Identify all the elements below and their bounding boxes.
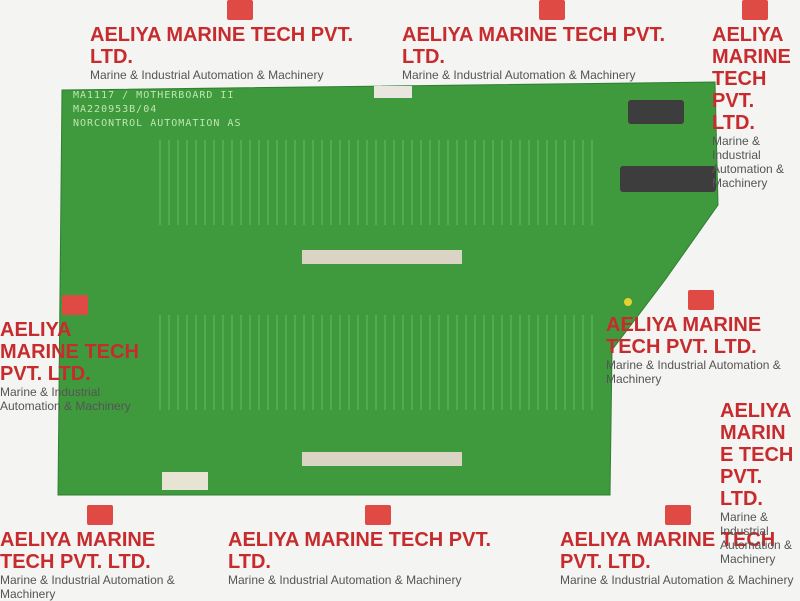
watermark-logo-icon [87,505,113,525]
led [624,298,632,306]
watermark: AELIYA MARINE TECH PVT. LTD.Marine & Ind… [0,295,150,413]
watermark: AELIYA MARINE TECH PVT. LTD.Marine & Ind… [228,505,528,587]
dsub-connector-small [628,100,684,124]
board-manufacturer: NORCONTROL AUTOMATION AS [73,118,242,129]
power-connector [162,472,208,490]
watermark: AELIYA MARINE TECH PVT. LTD.Marine & Ind… [720,400,794,566]
board-part-number: MA220953B/04 [73,104,158,115]
watermark-logo-icon [227,0,253,20]
board-label: MA1117 / MOTHERBOARD II [73,90,235,101]
watermark: AELIYA MARINE TECH PVT. LTD.Marine & Ind… [606,290,796,386]
watermark-logo-icon [365,505,391,525]
watermark-logo-icon [62,295,88,315]
watermark-logo-icon [665,505,691,525]
header-connector [374,86,412,98]
dsub-connector-large [620,166,716,192]
watermark: AELIYA MARINE TECH PVT. LTD.Marine & Ind… [90,0,390,82]
watermark: AELIYA MARINE TECH PVT. LTD.Marine & Ind… [560,505,796,587]
watermark-logo-icon [539,0,565,20]
watermark-logo-icon [742,0,768,20]
connector-upper [302,250,462,264]
watermark-logo-icon [688,290,714,310]
watermark: AELIYA MARINE TECH PVT. LTD.Marine & Ind… [0,505,200,601]
watermark: AELIYA MARINE TECH PVT. LTD.Marine & Ind… [712,0,798,190]
connector-lower [302,452,462,466]
watermark: AELIYA MARINE TECH PVT. LTD.Marine & Ind… [402,0,702,82]
